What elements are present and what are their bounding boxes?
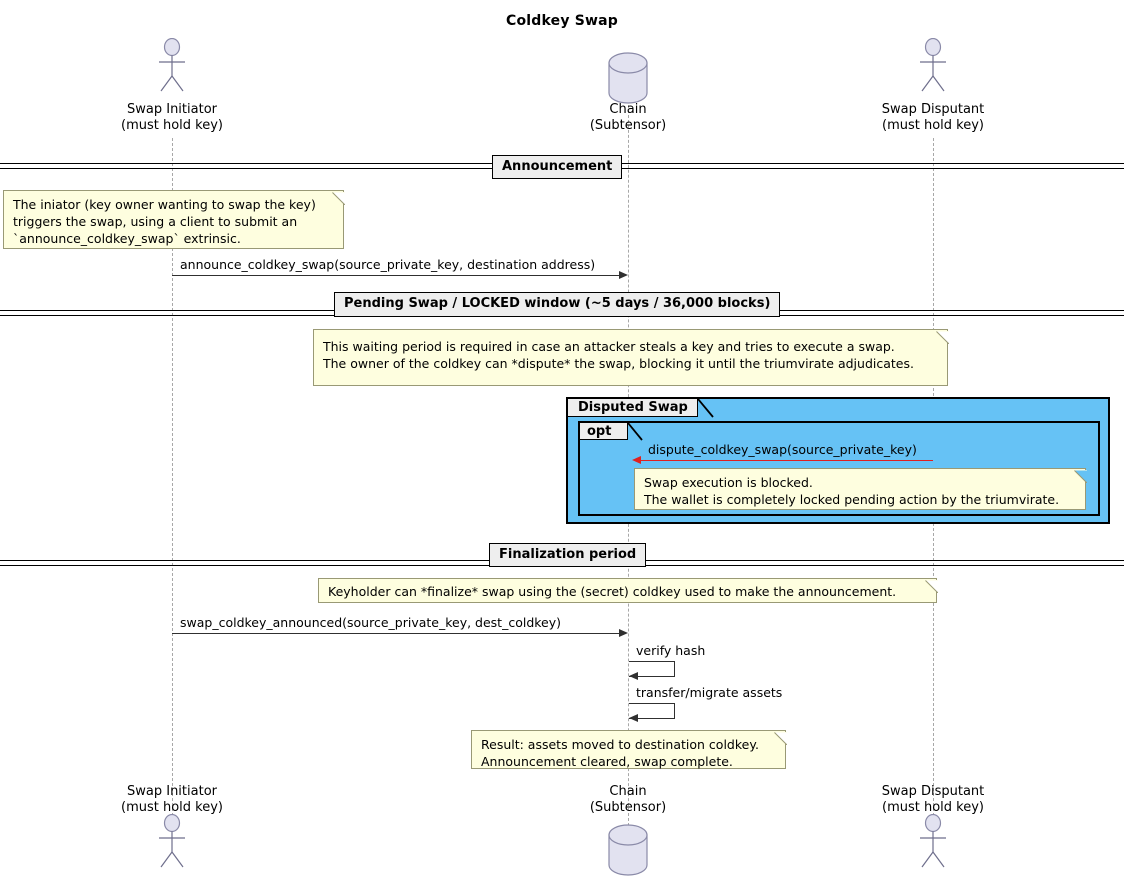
- message-label-swap-coldkey-announced: swap_coldkey_announced(source_private_ke…: [180, 615, 562, 630]
- participant-sub-initiator-bottom: (must hold key): [121, 800, 223, 815]
- database-chain-top: [606, 52, 650, 108]
- participant-sub-initiator: (must hold key): [121, 118, 223, 133]
- note-swap-blocked: Swap execution is blocked. The wallet is…: [634, 468, 1088, 510]
- message-loop-transfer-migrate-assets: [629, 703, 675, 719]
- message-label-dispute-coldkey-swap: dispute_coldkey_swap(source_private_key): [648, 442, 917, 457]
- note-initiator-announce: The iniator (key owner wanting to swap t…: [3, 190, 346, 249]
- note-keyholder-finalize: Keyholder can *finalize* swap using the …: [318, 578, 939, 603]
- note-waiting-period: This waiting period is required in case …: [313, 329, 950, 386]
- participant-sub-disputant: (must hold key): [882, 118, 984, 133]
- actor-initiator-bottom: [152, 813, 192, 872]
- participant-label-chain-top: Chain (Subtensor): [528, 102, 728, 134]
- message-arrowhead-swap-coldkey-announced: [619, 629, 628, 637]
- message-line-dispute-coldkey-swap: [641, 460, 933, 461]
- participant-name-chain: Chain: [609, 102, 647, 117]
- note-result-text: Result: assets moved to destination cold…: [471, 730, 786, 769]
- participant-label-chain-bottom: Chain (Subtensor): [528, 784, 728, 816]
- note-result: Result: assets moved to destination cold…: [471, 730, 788, 769]
- page-title: Coldkey Swap: [505, 13, 619, 29]
- message-label-transfer-migrate-assets: transfer/migrate assets: [636, 685, 783, 700]
- message-line-swap-coldkey-announced: [172, 633, 620, 634]
- note-swap-blocked-text: Swap execution is blocked. The wallet is…: [634, 468, 1086, 510]
- actor-disputant-top: [913, 37, 953, 96]
- participant-label-initiator-bottom: Swap Initiator (must hold key): [72, 784, 272, 816]
- note-waiting-period-text: This waiting period is required in case …: [313, 329, 948, 386]
- group-label-opt-text: opt: [587, 423, 612, 439]
- database-chain-bottom: [606, 824, 650, 880]
- message-label-verify-hash: verify hash: [636, 643, 706, 658]
- message-label-announce-coldkey-swap: announce_coldkey_swap(source_private_key…: [180, 257, 596, 272]
- message-line-announce-coldkey-swap: [172, 275, 620, 276]
- participant-name-initiator-bottom: Swap Initiator: [127, 784, 217, 799]
- note-keyholder-finalize-text: Keyholder can *finalize* swap using the …: [318, 578, 937, 603]
- participant-sub-chain-bottom: (Subtensor): [589, 800, 667, 815]
- message-arrowhead-dispute-coldkey-swap: [632, 456, 641, 464]
- actor-initiator-top: [152, 37, 192, 96]
- divider-announcement: Announcement: [492, 155, 623, 179]
- message-loop-verify-hash: [629, 661, 675, 677]
- message-arrowhead-verify-hash: [629, 672, 638, 680]
- participant-name-disputant-bottom: Swap Disputant: [881, 784, 985, 799]
- group-opt-block: [578, 421, 1100, 516]
- divider-finalization-period: Finalization period: [489, 543, 647, 567]
- group-label-disputed-swap-text: Disputed Swap: [578, 400, 688, 415]
- actor-disputant-bottom: [913, 813, 953, 872]
- participant-name-initiator: Swap Initiator: [127, 102, 217, 117]
- participant-label-disputant-bottom: Swap Disputant (must hold key): [833, 784, 1033, 816]
- participant-name-chain-bottom: Chain: [609, 784, 647, 799]
- group-label-opt: opt: [580, 423, 628, 440]
- participant-sub-chain: (Subtensor): [589, 118, 667, 133]
- group-label-disputed-swap: Disputed Swap: [568, 399, 698, 417]
- participant-label-disputant-top: Swap Disputant (must hold key): [833, 102, 1033, 134]
- note-initiator-announce-text: The iniator (key owner wanting to swap t…: [3, 190, 344, 249]
- participant-label-initiator-top: Swap Initiator (must hold key): [72, 102, 272, 134]
- message-arrowhead-transfer-migrate-assets: [629, 714, 638, 722]
- participant-sub-disputant-bottom: (must hold key): [882, 800, 984, 815]
- divider-pending-swap: Pending Swap / LOCKED window (~5 days / …: [334, 292, 781, 317]
- lifeline-initiator: [172, 138, 173, 826]
- participant-name-disputant: Swap Disputant: [881, 102, 985, 117]
- message-arrowhead-announce-coldkey-swap: [619, 271, 628, 279]
